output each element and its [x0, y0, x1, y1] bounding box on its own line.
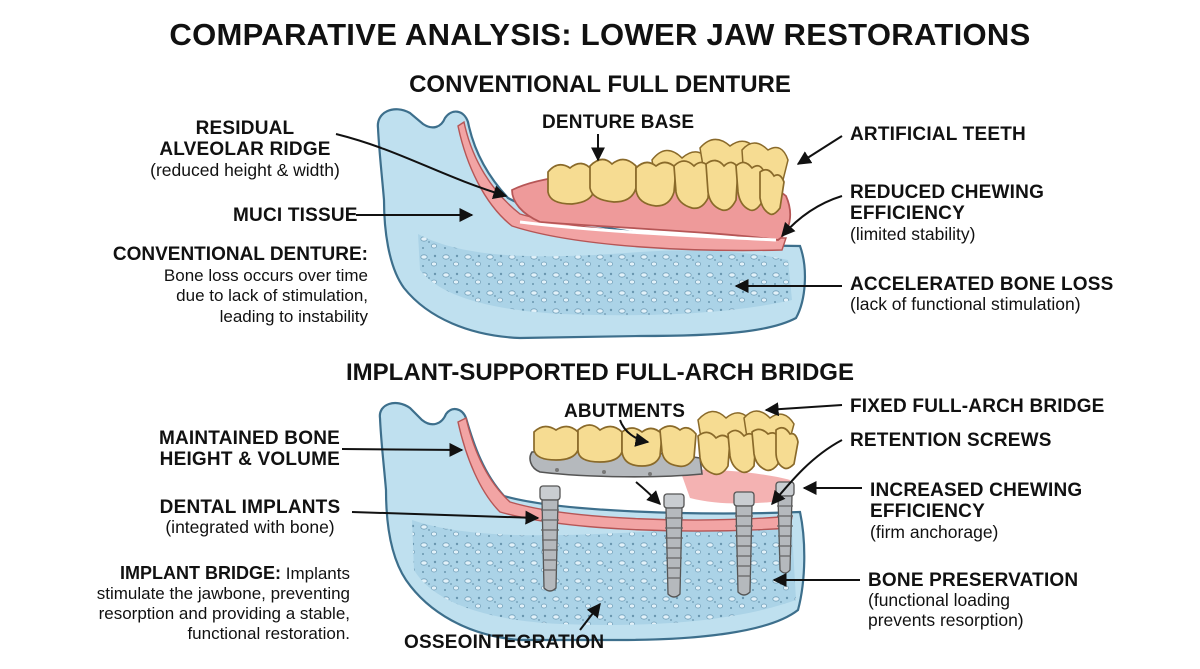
implant-note-line4: functional restoration.: [187, 624, 350, 644]
increased-chewing-sub: (firm anchorage): [870, 521, 999, 542]
arrow-fixed-bridge: [764, 402, 843, 417]
implant-note-title: IMPLANT BRIDGE:: [120, 563, 282, 583]
implant-3: [733, 491, 755, 596]
residual-ridge-title-line2: ALVEOLAR RIDGE: [159, 139, 331, 161]
label-accelerated-bone-loss: ACCELERATED BONE LOSS (lack of functiona…: [850, 274, 1114, 315]
bridge-teeth: [533, 424, 799, 476]
conventional-jaw-illustration: [376, 108, 807, 340]
maintained-bone-title-line2: HEIGHT & VOLUME: [159, 449, 340, 471]
residual-ridge-title-line1: RESIDUAL: [195, 118, 295, 139]
arrow-osseointegration: [579, 602, 601, 631]
bottom-cancellous-bone: [412, 520, 796, 625]
increased-chewing-title-line2: EFFICIENCY: [870, 501, 985, 523]
arrow-retention-screws: [771, 439, 843, 506]
arrow-reduced-chewing: [781, 195, 843, 238]
abutment-marks: [555, 468, 652, 476]
reduced-chewing-title-line1: REDUCED CHEWING: [850, 182, 1045, 203]
label-denture-base: DENTURE BASE: [542, 112, 695, 133]
implant-1: [539, 485, 561, 592]
residual-ridge-sub: (reduced height & width): [150, 159, 340, 180]
conventional-note-line2: due to lack of stimulation,: [176, 286, 368, 306]
conventional-note-line1: Bone loss occurs over time: [163, 266, 368, 286]
label-dental-implants: DENTAL IMPLANTS (integrated with bone): [150, 497, 350, 538]
bottom-section-heading: IMPLANT-SUPPORTED FULL-ARCH BRIDGE: [346, 359, 854, 386]
implant-note-line1: IMPLANT BRIDGE: Implants: [20, 563, 350, 584]
label-maintained-bone: MAINTAINED BONE HEIGHT & VOLUME: [100, 428, 340, 471]
conventional-note-title: CONVENTIONAL DENTURE:: [112, 244, 368, 265]
label-muci-tissue: MUCI TISSUE: [233, 205, 358, 226]
bridge-gingival-pink: [680, 469, 790, 504]
bone-loss-title: ACCELERATED BONE LOSS: [850, 274, 1114, 295]
label-retention-screws: RETENTION SCREWS: [850, 430, 1052, 451]
arrow-residual-ridge: [335, 133, 508, 200]
label-reduced-chewing: REDUCED CHEWING EFFICIENCY (limited stab…: [850, 182, 1044, 244]
dental-implants-sub: (integrated with bone): [165, 517, 335, 538]
label-artificial-teeth: ARTIFICIAL TEETH: [850, 124, 1026, 145]
dental-implants: [539, 481, 795, 598]
implant-note-line1-rest: Implants: [281, 564, 350, 583]
implant-jaw-illustration: [378, 401, 806, 642]
top-cancellous-bone: [418, 234, 792, 316]
label-increased-chewing: INCREASED CHEWING EFFICIENCY (firm ancho…: [870, 480, 1082, 542]
label-residual-ridge: RESIDUAL ALVEOLAR RIDGE (reduced height …: [130, 118, 360, 180]
label-bone-preservation: BONE PRESERVATION (functional loading pr…: [868, 570, 1078, 630]
conventional-note-line3: leading to instability: [219, 306, 368, 326]
implant-2: [663, 493, 685, 598]
bone-preservation-sub-line1: (functional loading: [868, 590, 1011, 611]
leader-lines: [335, 133, 862, 631]
top-artificial-teeth: [547, 158, 785, 216]
arrow-artificial-teeth: [796, 135, 843, 165]
increased-chewing-title-line1: INCREASED CHEWING: [870, 480, 1083, 501]
top-section-heading: CONVENTIONAL FULL DENTURE: [409, 71, 791, 98]
arrow-dental-implants: [351, 510, 540, 525]
arrow-abutments: [619, 419, 650, 447]
reduced-chewing-sub: (limited stability): [850, 223, 976, 244]
label-abutments: ABUTMENTS: [564, 401, 686, 422]
bone-preservation-sub-line2: prevents resorption): [868, 609, 1024, 630]
reduced-chewing-title-line2: EFFICIENCY: [850, 203, 965, 225]
bone-loss-sub: (lack of functional stimulation): [850, 294, 1081, 315]
arrow-maintained-bone: [341, 442, 464, 457]
bone-preservation-title: BONE PRESERVATION: [868, 570, 1079, 591]
implant-note: IMPLANT BRIDGE: Implants stimulate the j…: [20, 563, 350, 644]
maintained-bone-title-line1: MAINTAINED BONE: [158, 428, 340, 449]
dental-implants-title: DENTAL IMPLANTS: [159, 497, 341, 518]
top-gum-tissue: [457, 120, 787, 252]
denture-base-gap: [519, 220, 777, 242]
arrow-abutment-mid: [635, 481, 661, 505]
conventional-note: CONVENTIONAL DENTURE: Bone loss occurs o…: [40, 244, 368, 327]
implant-note-line3: resorption and providing a stable,: [98, 604, 350, 624]
page-title: COMPARATIVE ANALYSIS: LOWER JAW RESTORAT…: [169, 17, 1031, 52]
label-osseointegration: OSSEOINTEGRATION: [404, 632, 605, 653]
label-fixed-bridge: FIXED FULL-ARCH BRIDGE: [850, 396, 1105, 417]
implant-note-line2: stimulate the jawbone, preventing: [96, 584, 350, 604]
